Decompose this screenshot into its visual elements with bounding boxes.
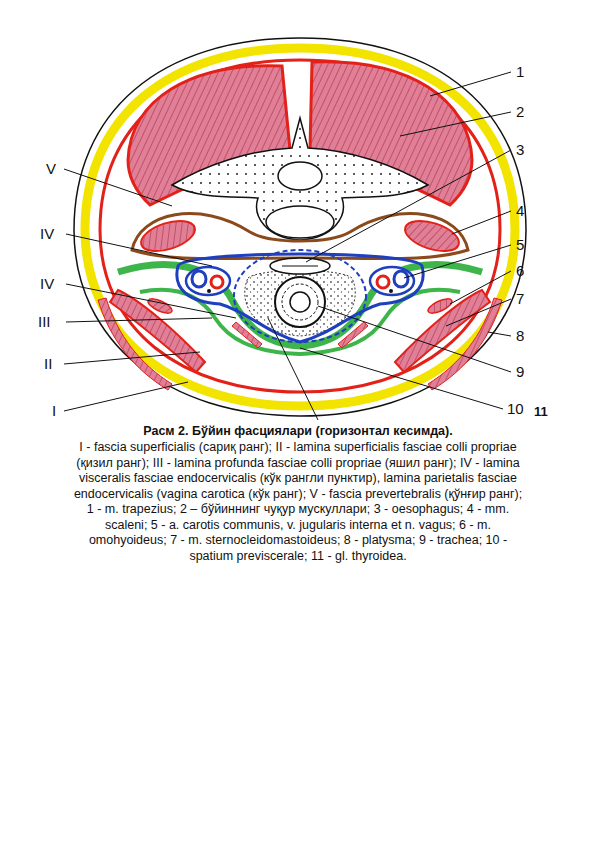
fascia-numeral: IV	[40, 276, 54, 291]
callout-number: 4	[516, 203, 524, 218]
callout-number: 8	[516, 328, 524, 343]
callout-number: 9	[516, 364, 524, 379]
figure-caption: I - fascia superficialis (сариқ ранг); I…	[72, 440, 524, 564]
fascia-numeral: V	[46, 161, 56, 176]
callout-number: 11	[534, 405, 548, 418]
callout-number: 1	[516, 64, 524, 79]
callout-number: 6	[516, 263, 524, 278]
fascia-numeral: IV	[40, 226, 54, 241]
callout-number: 7	[516, 291, 524, 306]
callout-number: 5	[516, 237, 524, 252]
fascia-numeral: III	[38, 314, 51, 329]
callout-number: 2	[516, 104, 524, 119]
fascia-numeral: I	[52, 403, 56, 418]
callout-number: 3	[516, 142, 524, 157]
callout-number: 10	[507, 401, 524, 416]
fascia-numeral: II	[44, 356, 52, 371]
figure-title: Расм 2. Бўйин фасциялари (горизонтал кес…	[40, 424, 556, 438]
